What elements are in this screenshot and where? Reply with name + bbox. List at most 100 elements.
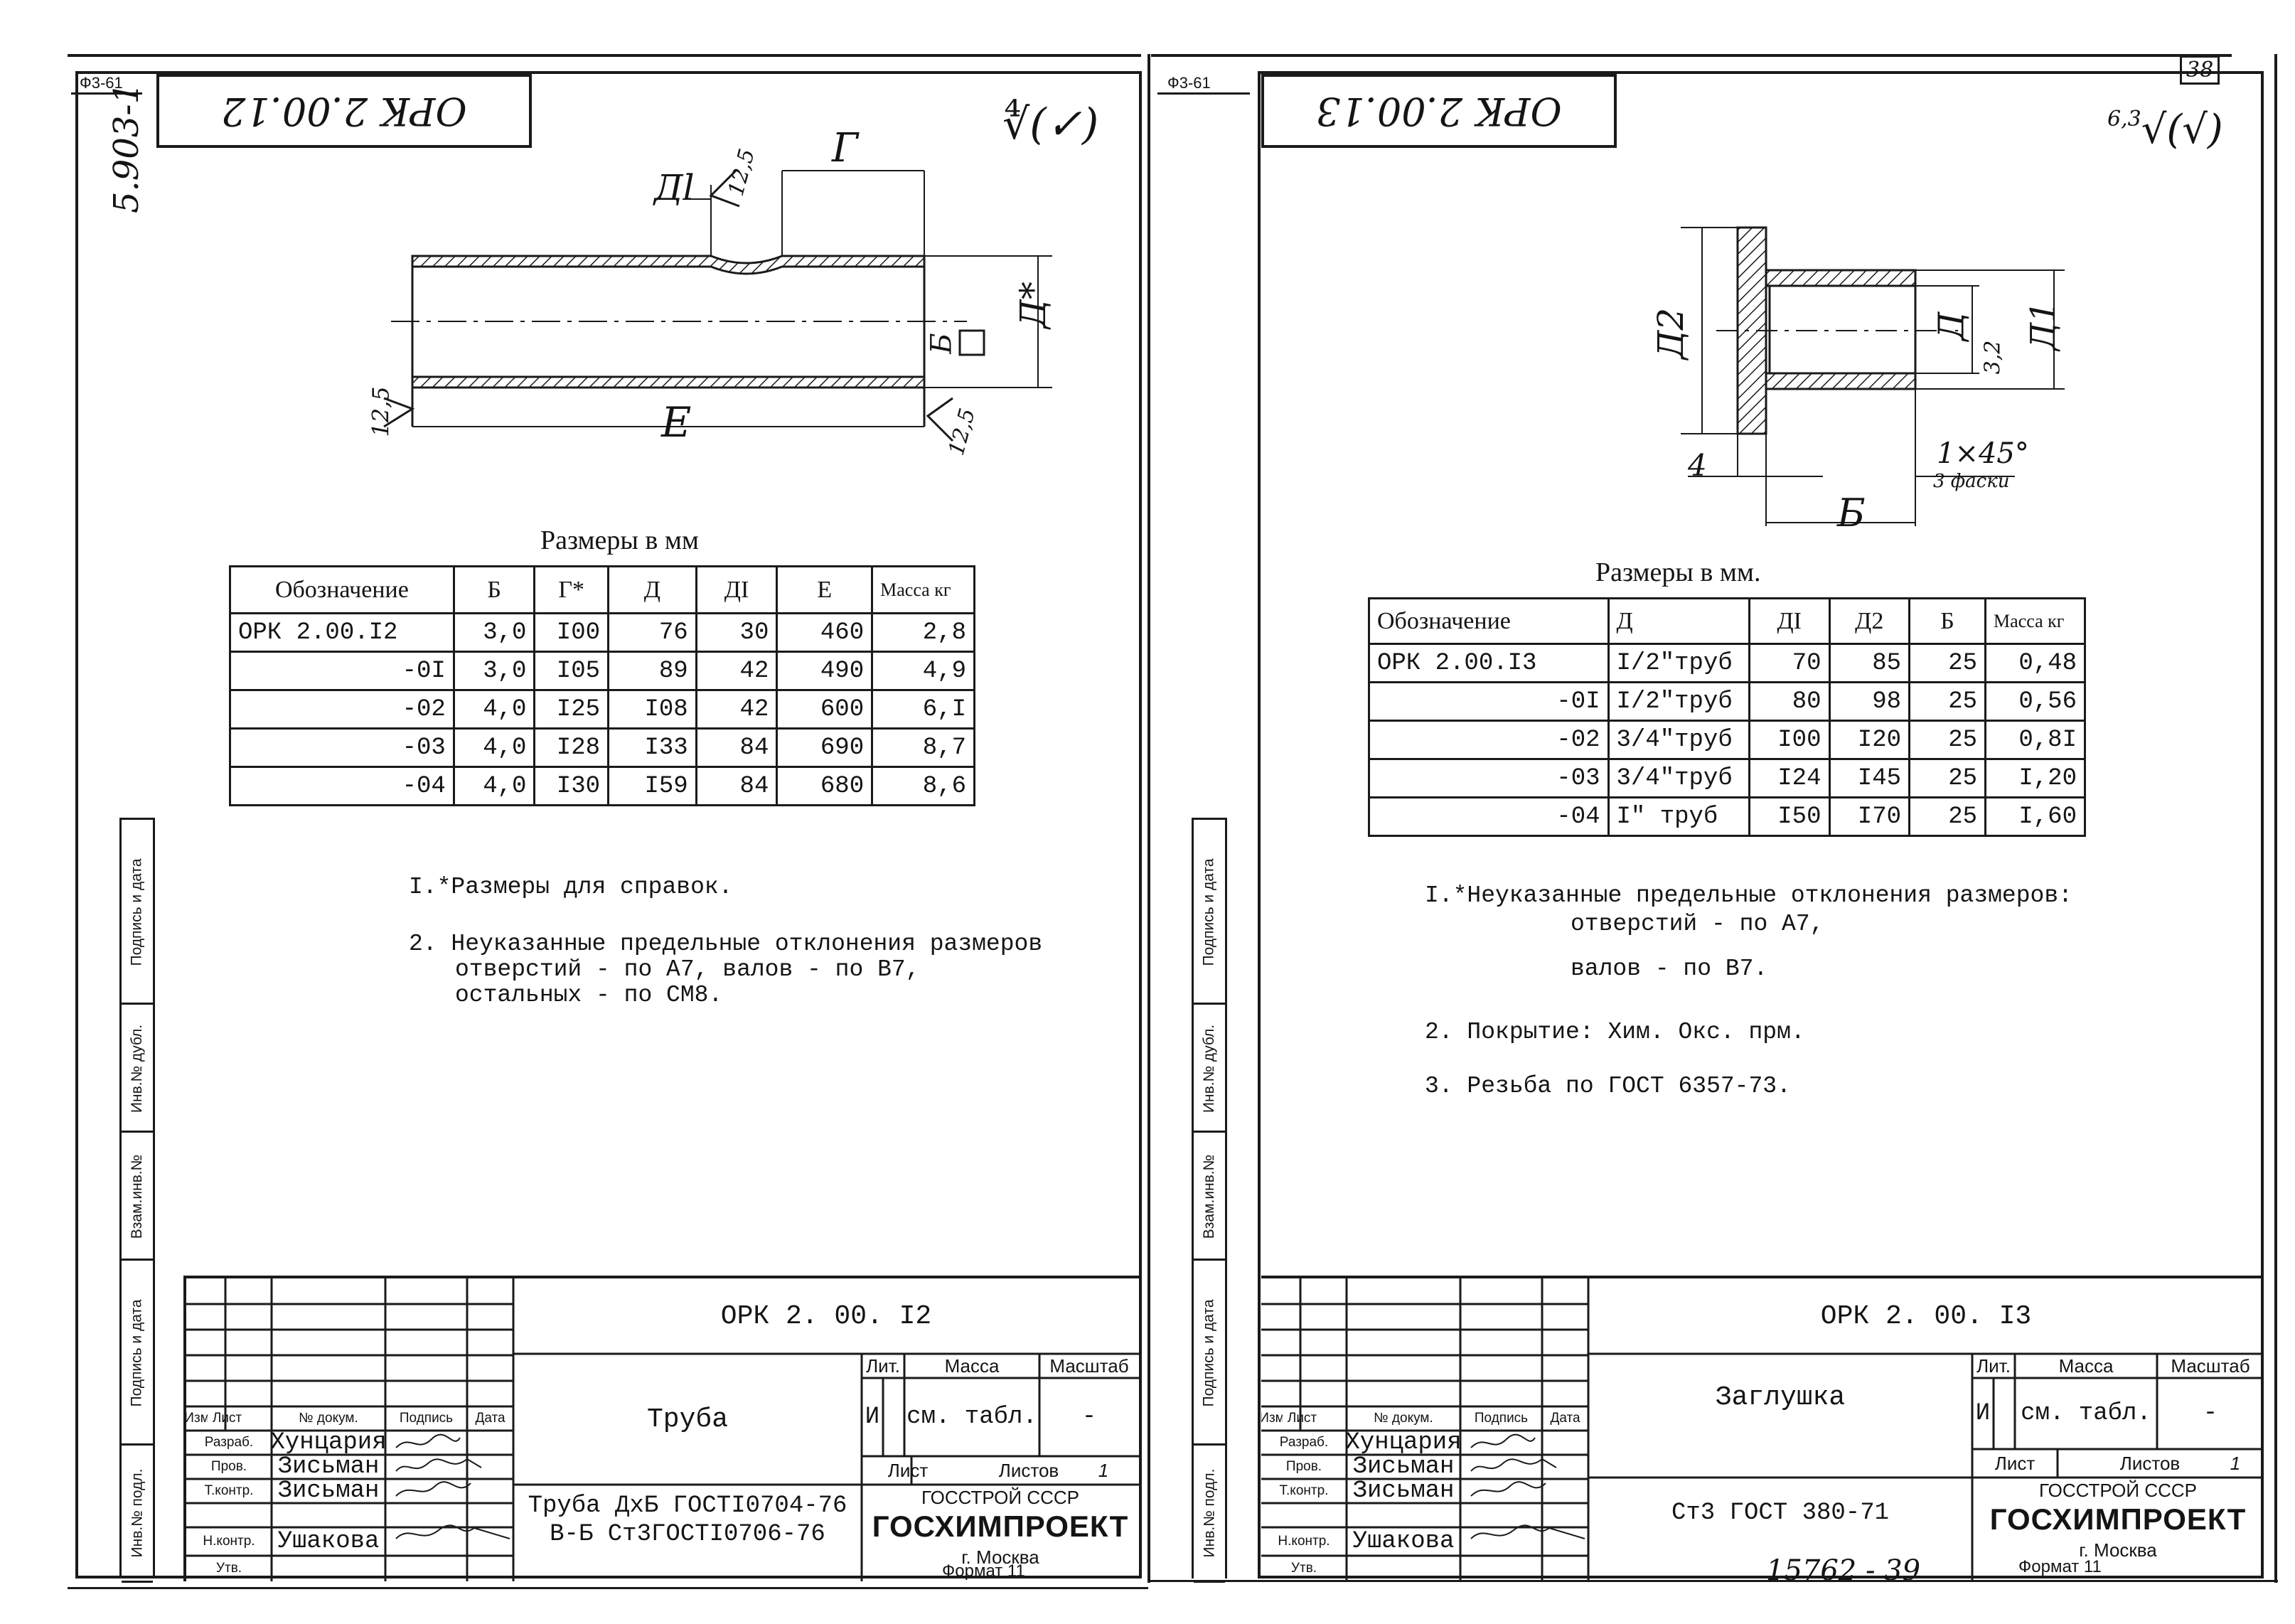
label-d1: Дl [654,167,695,208]
tb-person-checker: Зисьман [277,1455,380,1479]
table-cell: 680 [776,766,874,806]
table-cell: 4,0 [452,766,536,806]
note-2-line3: остальных - по СМ8. [455,982,723,1008]
table-cell: 8,7 [871,727,975,768]
sidebar-cell: Подпись и дата [1194,1259,1225,1446]
table-cell: I,60 [1984,796,2086,837]
sidebar-cell: Подпись и дата [1194,818,1225,1005]
table-cell: I30 [533,766,610,806]
sidebar-text: Инв.№ дубл. [129,1024,145,1113]
label-4: 4 [1688,448,1707,483]
tb-mass-value: см. табл. [2021,1400,2151,1427]
frame-top-line [68,54,1141,57]
tb-role-approved: Утв. [215,1561,242,1576]
label-chamfer: 1×45° [1937,437,2029,470]
col-d2: Д2 [1828,597,1911,645]
col-mass: Масса кг [1984,597,2086,645]
table-cell: 85 [1828,643,1911,683]
tb-role-norm-control: Н.контр. [203,1534,255,1549]
table-cell: I70 [1828,796,1911,837]
table-cell: ОРК 2.00.I3 [1368,643,1610,683]
table-cell: 0,56 [1984,681,2086,722]
tb-name: Заглушка [1715,1382,1846,1413]
signature-marks [395,1433,510,1539]
tb-person-checker: Зисьман [1352,1455,1455,1479]
note-1-line2: отверстий - по А7, [1571,911,1824,937]
table-cell: I00 [533,612,610,653]
label-d2: Д2 [1650,307,1692,360]
label-d-star: Д* [1012,282,1054,328]
label-roughness-1: 12,5 [367,386,395,437]
tb-mass-value: см. табл. [906,1404,1037,1431]
col-designation: Обозначение [1368,597,1610,645]
sidebar-cell: Подпись и дата [122,1259,153,1446]
table-cell: I/2"труб [1607,643,1750,683]
table-cell: I00 [1748,720,1831,760]
table-cell: 76 [607,612,697,653]
label-d1: Д1 [2023,301,2063,351]
tb-col-list: Лист [1287,1411,1317,1426]
table-cell: 84 [695,727,779,768]
page-number: 38 [2180,55,2220,85]
table-cell: I45 [1828,758,1911,798]
series-number-text: 5.903-1 [107,82,146,213]
tb-material-1: Ст3 ГОСТ 380-71 [1671,1500,1890,1527]
label-d: Д [1930,311,1972,341]
col-d: Д [607,565,697,614]
note-3: 3. Резьба по ГОСТ 6357-73. [1425,1073,1791,1099]
label-b: Б [925,333,958,354]
label-e: Е [661,398,692,447]
table-cell: 25 [1908,758,1987,798]
tb-sheets-label: Листов [998,1459,1059,1481]
frame-bottom-line [68,1587,1148,1589]
frame-border [75,71,1142,1578]
tb-lit-value: И [1975,1400,1991,1427]
label-chamfer-note: 3 фаски [1933,471,2010,492]
tb-role-developer: Разраб. [1279,1435,1329,1450]
table-cell: I33 [607,727,697,768]
tb-org-2: ГОСХИМПРОЕКТ [872,1510,1129,1543]
table-cell: 4,0 [452,689,536,730]
table-cell: 70 [1748,643,1831,683]
sidebar-text: Подпись и дата [129,1299,146,1407]
tb-lit-label: Лит. [1976,1355,2011,1377]
tb-scale-label: Масштаб [2171,1355,2250,1377]
col-e: Е [776,565,874,614]
tb-col-doc: № докум. [1374,1411,1433,1426]
tb-sheets-value: 1 [1098,1459,1109,1481]
table-cell: -0I [1368,681,1610,722]
col-g: Г* [533,565,610,614]
col-d1: ДI [1748,597,1831,645]
table-cell: I24 [1748,758,1831,798]
table-cell: 4,0 [452,727,536,768]
table-cell: I05 [533,651,610,691]
table-cell: 25 [1908,681,1987,722]
tb-designation: ОРК 2. 00. I2 [720,1300,932,1332]
sidebar-cell: Инв.№ дубл. [122,1003,153,1133]
table-cell: I25 [533,689,610,730]
table-cell: I59 [607,766,697,806]
archive-number: 15762 - 39 [1766,1554,1921,1587]
table-cell: I08 [607,689,697,730]
label-roughness: 3,2 [1980,340,2006,375]
sidebar-text: Подпись и дата [1201,858,1218,966]
roughness-value: 6,3 [2107,107,2141,132]
note-2-line2: отверстий - по А7, валов - по В7, [455,956,920,983]
sidebar-text: Инв.№ подл. [1201,1468,1218,1558]
table-cell: 80 [1748,681,1831,722]
tb-lit-label: Лит. [866,1355,900,1377]
corner-rule [71,92,142,95]
tb-person-tech-control: Зисьман [277,1479,380,1503]
tb-city: г. Москва [2079,1539,2157,1561]
tb-person-developer: Хунцария [1347,1431,1460,1455]
tb-role-tech-control: Т.контр. [1279,1483,1329,1498]
tb-role-developer: Разраб. [204,1435,254,1450]
tb-col-date: Дата [1550,1411,1580,1426]
table-caption: Размеры в мм [540,525,699,555]
